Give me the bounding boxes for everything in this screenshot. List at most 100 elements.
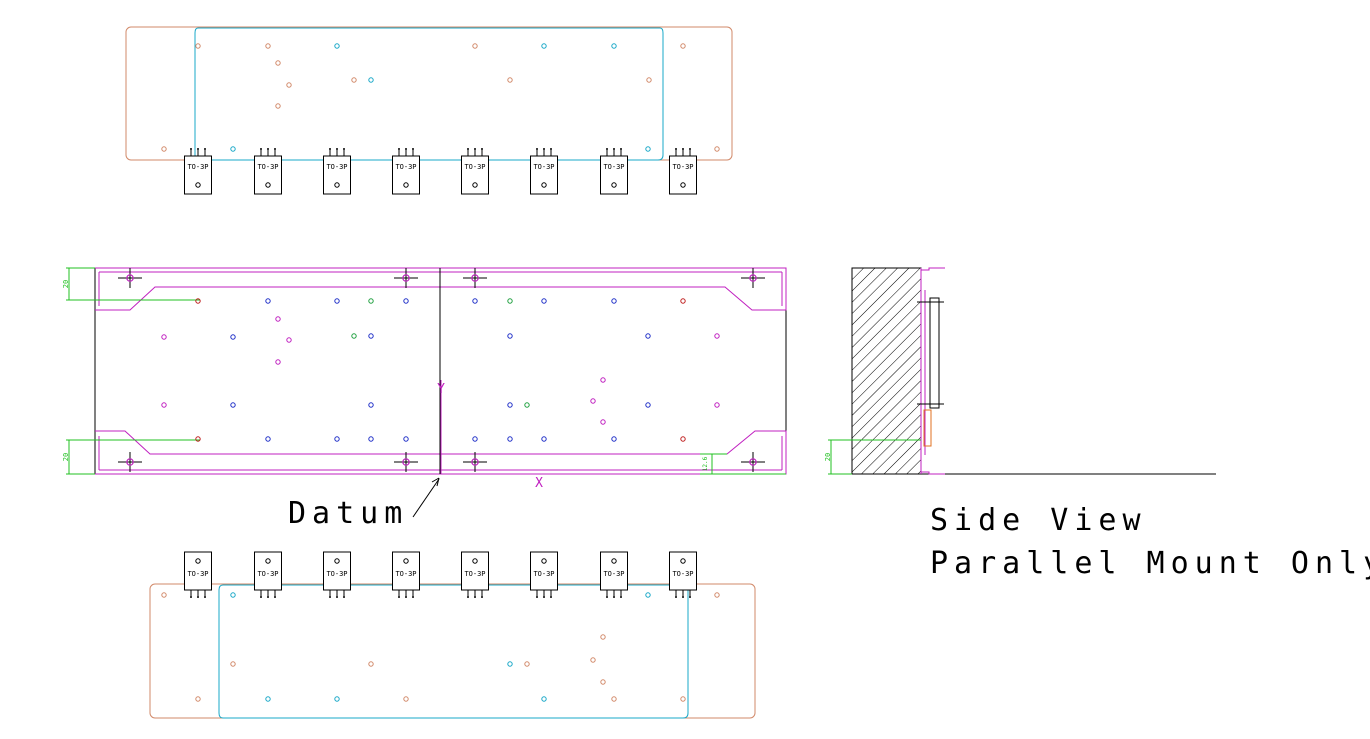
crosshair-ring: [749, 458, 757, 466]
package-body: [600, 155, 628, 195]
bottom-board-cyan-region: [218, 584, 689, 719]
mounting-crosshairs: [118, 268, 765, 472]
mounting-hole: [368, 298, 374, 304]
package-mount-hole: [611, 558, 617, 564]
crosshair-ring: [126, 274, 134, 282]
crosshair-ring: [402, 274, 410, 282]
mounting-hole: [714, 333, 720, 339]
package-body: [323, 155, 351, 195]
mounting-hole: [161, 402, 167, 408]
to3p-package: TO-3P: [254, 551, 282, 598]
mounting-hole: [286, 337, 292, 343]
dimension-side-value: 20: [824, 453, 832, 461]
mounting-hole: [680, 696, 686, 702]
package-lead-tip: [329, 148, 331, 150]
mounting-hole: [680, 43, 686, 49]
package-label: TO-3P: [533, 163, 554, 171]
mounting-hole: [680, 436, 686, 442]
package-lead-tip: [543, 148, 545, 150]
dimension-left-bottom: [66, 439, 95, 475]
mounting-hole: [265, 43, 271, 49]
mounting-hole: [351, 333, 357, 339]
mounting-hole: [472, 436, 478, 442]
package-lead-tip: [405, 596, 407, 598]
mounting-hole: [714, 146, 720, 152]
package-label: TO-3P: [672, 163, 693, 171]
mounting-hole: [195, 696, 201, 702]
package-mount-hole: [541, 182, 547, 188]
package-lead-tip: [405, 148, 407, 150]
mounting-hole: [403, 436, 409, 442]
mounting-hole: [368, 402, 374, 408]
to3p-package: TO-3P: [323, 148, 351, 195]
package-lead-tip: [204, 596, 206, 598]
crosshair-ring: [749, 274, 757, 282]
package-body: [184, 155, 212, 195]
to3p-package: TO-3P: [461, 148, 489, 195]
package-lead-tip: [197, 148, 199, 150]
package-lead-tip: [689, 596, 691, 598]
mounting-hole: [368, 436, 374, 442]
top-board-cyan-region: [194, 27, 664, 161]
side-view-hatched-block: [851, 267, 922, 475]
package-body: [254, 155, 282, 195]
mounting-hole: [230, 592, 236, 598]
package-mount-hole: [265, 182, 271, 188]
package-lead-tip: [543, 596, 545, 598]
to3p-package: TO-3P: [184, 148, 212, 195]
mounting-hole: [541, 298, 547, 304]
package-lead-tip: [682, 596, 684, 598]
mounting-hole: [600, 634, 606, 640]
mounting-hole: [275, 103, 281, 109]
mounting-crosshair: [463, 452, 487, 472]
mounting-hole: [611, 298, 617, 304]
side-view-orange-tab: [923, 409, 932, 447]
datum-leader-arrow: [431, 477, 440, 487]
mounting-hole: [680, 298, 686, 304]
package-label: TO-3P: [187, 163, 208, 171]
to3p-package: TO-3P: [461, 551, 489, 598]
mounting-hole: [334, 298, 340, 304]
package-lead-tip: [190, 596, 192, 598]
mounting-hole: [645, 592, 651, 598]
package-body: [392, 155, 420, 195]
package-lead-tip: [620, 596, 622, 598]
package-label: TO-3P: [464, 570, 485, 578]
mounting-hole: [334, 696, 340, 702]
bottom-board-outline: [149, 583, 756, 719]
crosshair-ring: [402, 458, 410, 466]
package-label: TO-3P: [464, 163, 485, 171]
package-lead-tip: [412, 596, 414, 598]
mounting-hole: [275, 316, 281, 322]
mounting-hole: [403, 298, 409, 304]
package-lead-tip: [267, 596, 269, 598]
mounting-crosshair: [118, 268, 142, 288]
package-lead-tip: [190, 148, 192, 150]
mounting-hole: [230, 334, 236, 340]
package-label: TO-3P: [672, 570, 693, 578]
package-lead-tip: [329, 596, 331, 598]
mounting-hole: [714, 402, 720, 408]
to3p-package: TO-3P: [600, 148, 628, 195]
mounting-hole: [507, 333, 513, 339]
mounting-hole: [600, 679, 606, 685]
package-mount-hole: [265, 558, 271, 564]
package-mount-hole: [334, 558, 340, 564]
package-lead-tip: [536, 148, 538, 150]
mounting-crosshair: [394, 268, 418, 288]
parallel-mount-note: Parallel Mount Only: [930, 546, 1370, 581]
mounting-hole: [524, 661, 530, 667]
mounting-hole: [507, 661, 513, 667]
package-lead-tip: [204, 148, 206, 150]
mounting-hole: [645, 402, 651, 408]
mounting-hole: [524, 402, 530, 408]
package-lead-tip: [481, 596, 483, 598]
mounting-hole: [472, 43, 478, 49]
mounting-hole: [195, 43, 201, 49]
package-lead-tip: [620, 148, 622, 150]
package-lead-tip: [260, 148, 262, 150]
